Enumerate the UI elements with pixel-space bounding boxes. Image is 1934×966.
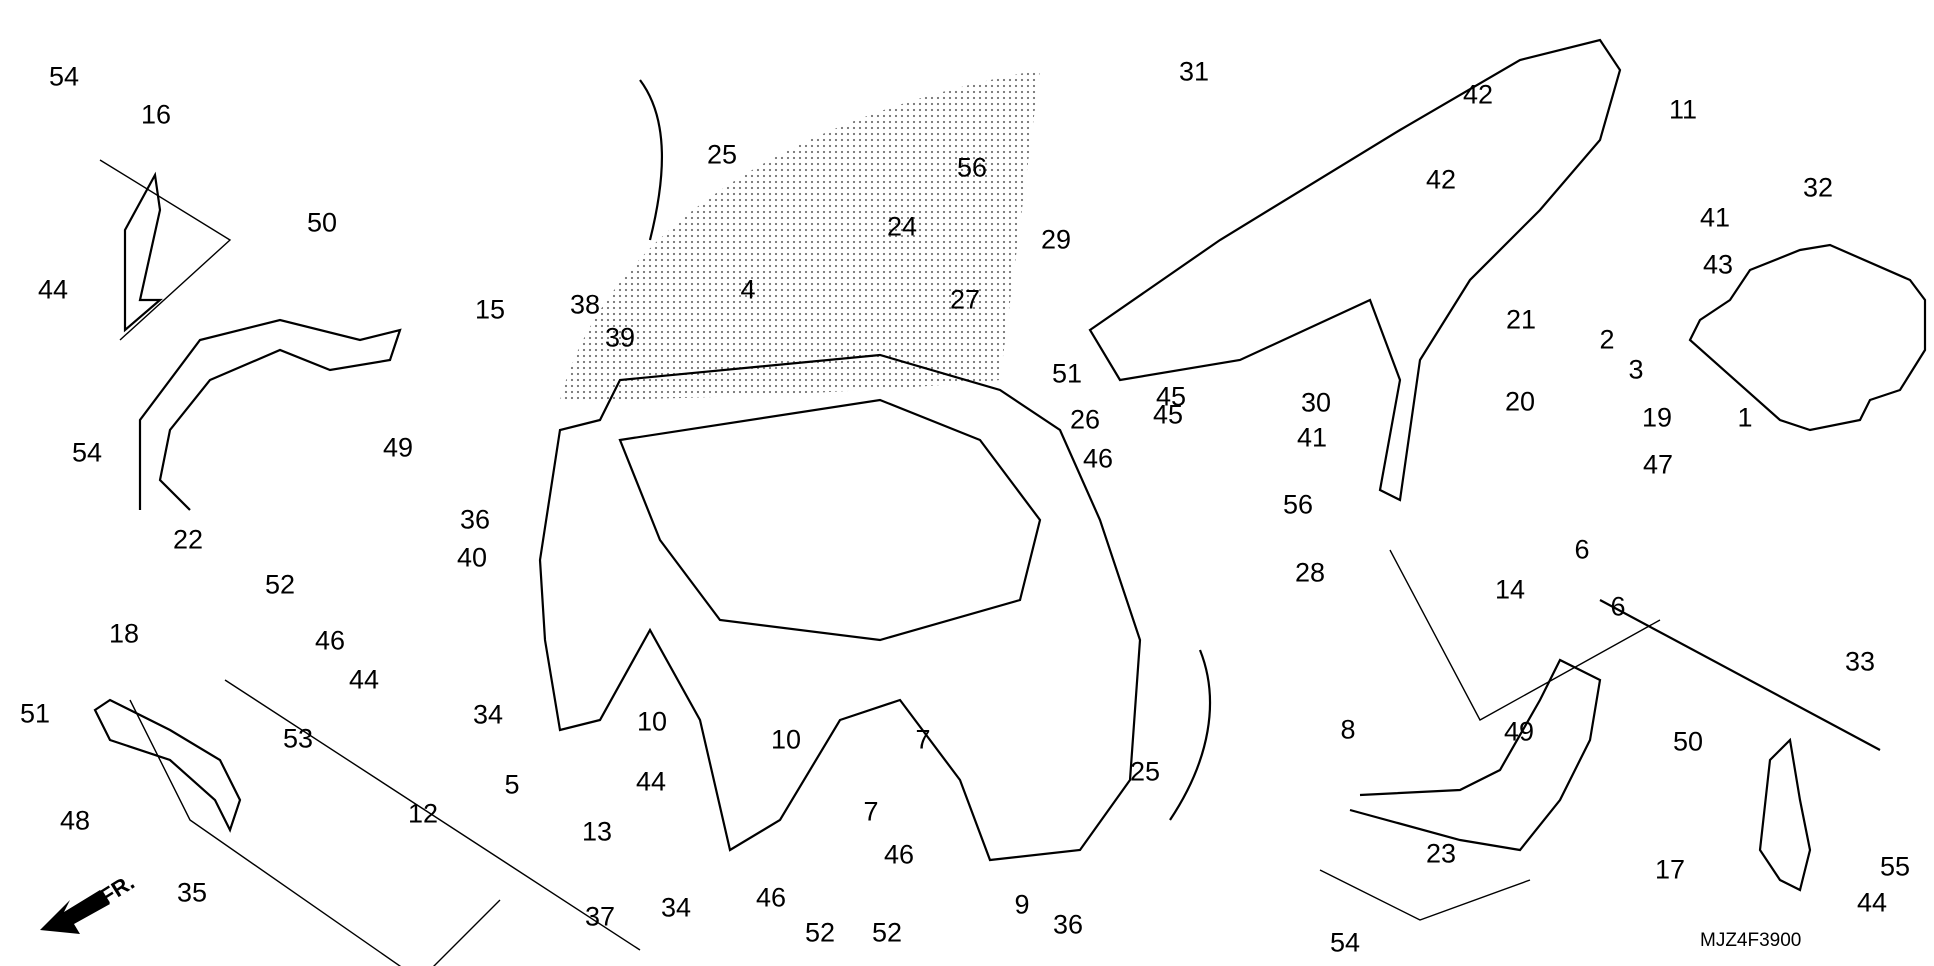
main-frame [538,353,1142,862]
part-callout-26: 26 [1069,404,1101,435]
part-callout-52: 52 [264,569,296,600]
part-callout-3: 3 [1628,354,1644,385]
part-callout-35: 35 [176,877,208,908]
part-callout-27: 27 [949,284,981,315]
part-callout-25: 25 [706,139,738,170]
part-callout-38: 38 [569,289,601,320]
part-callout-37: 37 [584,901,616,932]
part-callout-6: 6 [1574,534,1590,565]
part-callout-41: 41 [1699,202,1731,233]
engine-guard-left [138,318,402,511]
part-callout-54: 54 [48,61,80,92]
rear-subframe [1088,38,1622,502]
bracket-18 [93,698,242,833]
part-callout-39: 39 [604,322,636,353]
part-callout-56: 56 [1282,489,1314,520]
part-callout-49: 49 [1503,716,1535,747]
part-callout-7: 7 [915,724,931,755]
part-callout-47: 47 [1642,449,1674,480]
leader-line [1389,549,1661,721]
part-callout-22: 22 [172,524,204,555]
part-callout-30: 30 [1300,387,1332,418]
part-callout-46: 46 [755,882,787,913]
part-callout-2: 2 [1599,324,1615,355]
part-callout-12: 12 [407,798,439,829]
part-callout-33: 33 [1844,646,1876,677]
part-callout-46: 46 [1082,443,1114,474]
part-callout-14: 14 [1494,574,1526,605]
part-callout-44: 44 [348,664,380,695]
rod-33 [1599,599,1881,751]
part-callout-4: 4 [740,274,756,305]
part-callout-25: 25 [1129,756,1161,787]
part-callout-28: 28 [1294,557,1326,588]
part-callout-50: 50 [1672,726,1704,757]
part-callout-29: 29 [1040,224,1072,255]
part-callout-6: 6 [1610,591,1626,622]
part-callout-5: 5 [504,769,520,800]
part-callout-9: 9 [1014,889,1030,920]
part-callout-16: 16 [140,99,172,130]
part-callout-56: 56 [956,152,988,183]
part-callout-8: 8 [1340,714,1356,745]
part-callout-34: 34 [660,892,692,923]
part-callout-42: 42 [1462,79,1494,110]
cover-plate [1688,243,1927,432]
part-callout-55: 55 [1879,851,1911,882]
strip-25-bottom [1169,649,1212,821]
part-callout-20: 20 [1504,386,1536,417]
part-callout-44: 44 [1856,887,1888,918]
part-callout-48: 48 [59,805,91,836]
part-callout-42: 42 [1425,164,1457,195]
part-callout-53: 53 [282,723,314,754]
part-callout-15: 15 [474,294,506,325]
bracket-16 [123,171,163,333]
part-callout-24: 24 [886,211,918,242]
part-callout-23: 23 [1425,838,1457,869]
engine-guard-right [1349,658,1602,852]
part-callout-13: 13 [581,816,613,847]
reference-code: MJZ4F3900 [1700,930,1802,951]
part-callout-36: 36 [1052,909,1084,940]
part-callout-41: 41 [1296,422,1328,453]
part-callout-11: 11 [1668,94,1698,125]
part-callout-52: 52 [871,917,903,948]
part-callout-7: 7 [863,796,879,827]
part-callout-46: 46 [314,625,346,656]
part-callout-44: 44 [635,766,667,797]
part-callout-45: 45 [1155,381,1187,412]
part-callout-40: 40 [456,542,488,573]
part-callout-46: 46 [883,839,915,870]
leader-line [99,159,232,341]
part-callout-1: 1 [1737,402,1753,433]
leader-line [1319,869,1531,921]
part-callout-44: 44 [37,274,69,305]
part-callout-52: 52 [804,917,836,948]
part-callout-54: 54 [71,437,103,468]
part-callout-51: 51 [1051,358,1083,389]
frame-inner [618,398,1042,642]
part-callout-36: 36 [459,504,491,535]
leader-line [224,679,641,951]
part-callout-51: 51 [19,698,51,729]
part-callout-10: 10 [636,706,668,737]
part-callout-34: 34 [472,699,504,730]
part-callout-18: 18 [108,618,140,649]
front-arrow-icon [40,890,110,934]
strip-25-top [639,79,663,241]
leader-line [129,699,501,966]
part-callout-31: 31 [1178,56,1210,87]
bracket-17 [1758,737,1812,892]
part-callout-49: 49 [382,432,414,463]
part-callout-43: 43 [1702,249,1734,280]
part-callout-10: 10 [770,724,802,755]
part-callout-54: 54 [1329,927,1361,958]
stipple-shading [560,70,1040,400]
part-callout-19: 19 [1641,402,1673,433]
part-callout-50: 50 [306,207,338,238]
part-callout-17: 17 [1654,854,1686,885]
part-callout-32: 32 [1802,172,1834,203]
part-callout-45: 45 [1152,399,1184,430]
part-callout-21: 21 [1505,304,1537,335]
